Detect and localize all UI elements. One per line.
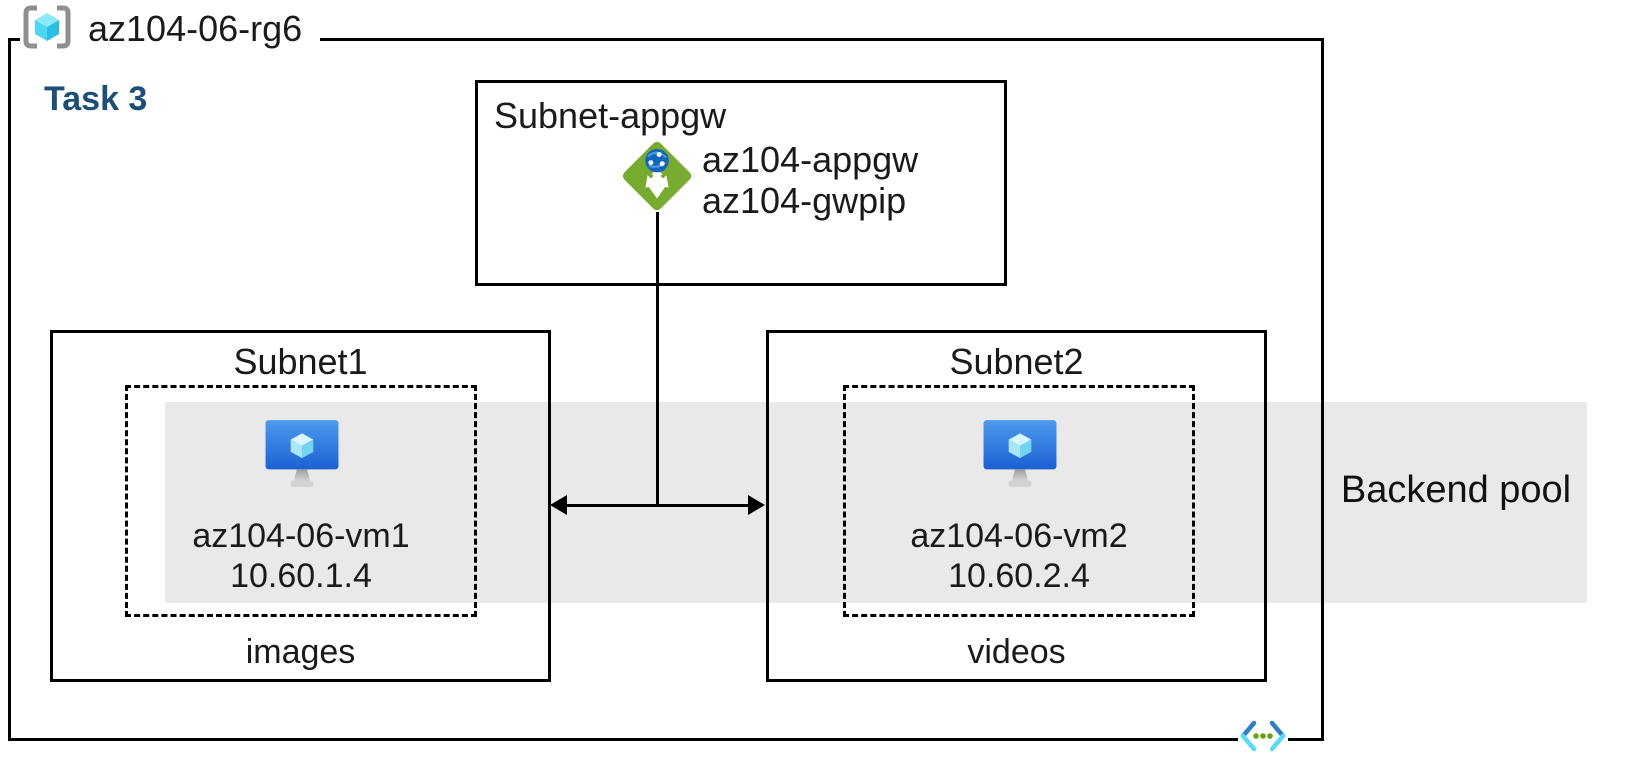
appgw-public-ip-name: az104-gwpip [702, 180, 907, 221]
subnet2-vm-group: az104-06-vm2 10.60.2.4 [843, 385, 1195, 617]
subnet-link-line [565, 504, 751, 507]
subnet1-box: Subnet1 [50, 330, 551, 682]
appgw-name: az104-appgw [702, 139, 919, 180]
backend-pool-label: Backend pool [1340, 469, 1572, 511]
appgw-name-block: az104-appgw az104-gwpip [702, 139, 918, 221]
arrowhead-left-icon [550, 495, 567, 515]
subnet2-label: Subnet2 [949, 341, 1084, 382]
subnet2-box: Subnet2 [766, 330, 1267, 682]
vm1-name: az104-06-vm1 [192, 517, 410, 555]
subnet1-label: Subnet1 [233, 341, 368, 382]
virtual-network-icon [1238, 715, 1288, 759]
vm1-text-block: az104-06-vm1 10.60.1.4 [128, 516, 474, 596]
appgw-subnet-box: Subnet-appgw [475, 80, 1007, 286]
resource-group-icon [22, 4, 72, 55]
arrowhead-right-icon [748, 495, 765, 515]
vm2-name: az104-06-vm2 [910, 517, 1128, 555]
virtual-machine-icon [982, 418, 1058, 492]
resource-group-header: az104-06-rg6 [20, 2, 321, 56]
virtual-machine-icon [264, 418, 340, 492]
subnet1-content-label: images [245, 633, 356, 671]
appgw-subnet-label: Subnet-appgw [494, 95, 727, 136]
appgw-connector-line [656, 212, 659, 506]
vm2-ip: 10.60.2.4 [948, 557, 1090, 595]
subnet1-vm-group: az104-06-vm1 10.60.1.4 [125, 385, 477, 617]
backend-pool-band [165, 402, 1587, 603]
task-label: Task 3 [44, 80, 148, 118]
resource-group-box [8, 38, 1324, 741]
vm2-text-block: az104-06-vm2 10.60.2.4 [846, 516, 1192, 596]
application-gateway-icon [616, 135, 698, 217]
resource-group-name: az104-06-rg6 [88, 8, 303, 49]
subnet2-content-label: videos [967, 633, 1066, 671]
vm1-ip: 10.60.1.4 [230, 557, 372, 595]
